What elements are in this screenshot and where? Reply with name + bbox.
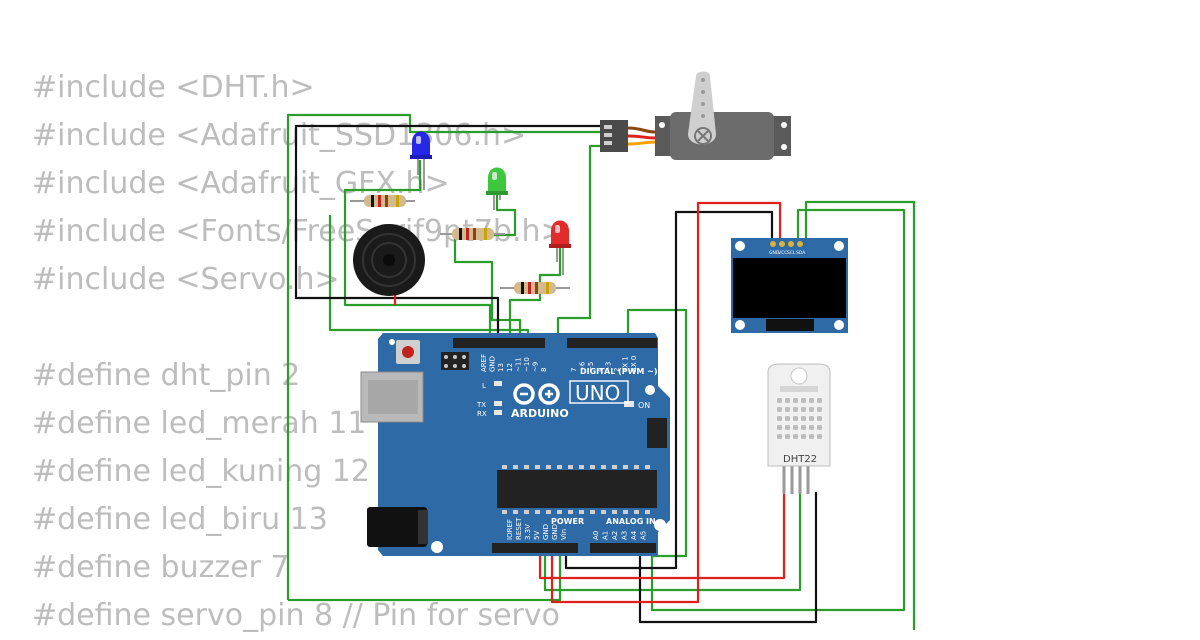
wire-green-servo-to-pin8 — [556, 144, 600, 338]
analog-pin-label: A3 — [621, 531, 629, 540]
code-line: #define buzzer 7 — [32, 550, 290, 585]
arduino-model-label: UNO — [575, 381, 620, 405]
wire-black-dht-gnd — [638, 492, 818, 624]
power-pin-label: GND — [542, 524, 550, 540]
oled-pin-label: SCL — [787, 250, 796, 256]
led-green — [486, 167, 508, 210]
usb-port-icon — [360, 371, 424, 423]
digital-pin-label: 7 — [570, 368, 578, 372]
servo-motor — [600, 71, 791, 160]
power-pin-label: GND — [551, 524, 559, 540]
analog-pin-label: A5 — [640, 531, 648, 540]
analog-pin-label: A0 — [592, 531, 600, 540]
digital-pin-label: ~11 — [514, 357, 522, 372]
oled-pin-label: SDA — [796, 250, 806, 256]
led-blue — [410, 131, 432, 190]
digital-pin-label: 13 — [497, 363, 505, 372]
wire-green-green-led — [453, 192, 522, 338]
resistor-1 — [350, 195, 415, 207]
atmega-chip — [497, 465, 657, 514]
l-led-label: L — [482, 382, 486, 390]
digital-pin-label: 4 — [596, 367, 604, 372]
power-header-label: POWER — [551, 517, 584, 526]
wire-black-oled-gnd — [564, 210, 774, 570]
reset-button-icon[interactable] — [396, 340, 420, 364]
digital-pin-label: 12 — [506, 363, 514, 372]
wire-black-servo-gnd — [294, 124, 600, 338]
digital-pin-label: RX 0 — [630, 356, 638, 372]
wire-red-oled-vcc — [550, 201, 782, 604]
dht22-label: DHT22 — [783, 454, 817, 465]
wire-green-servo-signal — [286, 113, 600, 600]
digital-pin-label: ~10 — [523, 357, 531, 372]
digital-pin-label: GND — [489, 356, 497, 372]
code-line: #define led_merah 11 — [32, 406, 367, 441]
digital-pin-label: TX 1 — [622, 356, 630, 373]
wire-green-pin2-down — [626, 308, 688, 558]
power-pin-label: Vin — [560, 529, 568, 540]
power-pin-label: 3.3V — [524, 524, 532, 540]
servo-horn-icon — [688, 71, 716, 145]
code-line: #define servo_pin 8 // Pin for servo — [32, 598, 561, 633]
led-red — [549, 220, 571, 275]
analog-in-label: ANALOG IN — [606, 517, 656, 526]
code-line: #define dht_pin 2 — [32, 358, 301, 393]
digital-pin-label: ~9 — [532, 362, 540, 372]
wire-green-blue-led — [343, 160, 492, 338]
on-led-label: ON — [638, 401, 650, 410]
digital-pin-label: ~6 — [579, 361, 587, 372]
analog-pin-label: A4 — [630, 530, 638, 540]
power-pin-label: IOREF — [506, 519, 514, 540]
code-line: #define led_biru 13 — [32, 502, 328, 537]
resistor-3 — [500, 282, 570, 294]
digital-pin-label: 2 — [613, 368, 621, 372]
code-line: #include <DHT.h> — [32, 70, 315, 105]
wire-green-oled-sda — [804, 200, 916, 630]
power-pin-label: RESET — [515, 517, 523, 540]
arduino-infinity-logo-icon — [513, 383, 560, 405]
resistor-2 — [440, 228, 505, 240]
code-line: #include <Servo.h> — [32, 262, 340, 297]
power-pin-label: 5V — [533, 531, 541, 540]
oled-pin-label: VCC — [778, 250, 787, 256]
code-line: #include <Adafruit_SSD1306.h> — [32, 118, 527, 153]
arduino-uno-board: UNO ARDUINO DIGITAL (PWM ~) ON L TX RX P… — [360, 333, 670, 556]
digital-pin-label: ~5 — [587, 362, 595, 372]
code-line: #define led_kuning 12 — [32, 454, 370, 489]
analog-pin-label: A1 — [602, 531, 610, 540]
power-jack-icon — [367, 507, 428, 547]
tx-led-label: TX — [476, 401, 486, 409]
arduino-brand-label: ARDUINO — [511, 407, 569, 420]
wire-green-dht-data — [543, 492, 802, 592]
buzzer-icon — [353, 224, 425, 296]
analog-pin-label: A2 — [611, 531, 619, 540]
wire-red-dht-vcc — [538, 492, 786, 580]
wire-green-gnd-loop — [288, 556, 562, 602]
digital-pwm-label: DIGITAL (PWM ~) — [580, 367, 658, 376]
dht22-sensor: DHT22 — [767, 363, 831, 494]
digital-pin-label: AREF — [480, 354, 488, 372]
digital-pin-label: ~3 — [604, 362, 612, 372]
digital-pin-label: 8 — [540, 368, 548, 372]
code-line: #include <Adafruit_GFX.h> — [32, 166, 450, 201]
oled-pin-label: GND — [769, 250, 780, 256]
rx-led-label: RX — [477, 410, 487, 418]
